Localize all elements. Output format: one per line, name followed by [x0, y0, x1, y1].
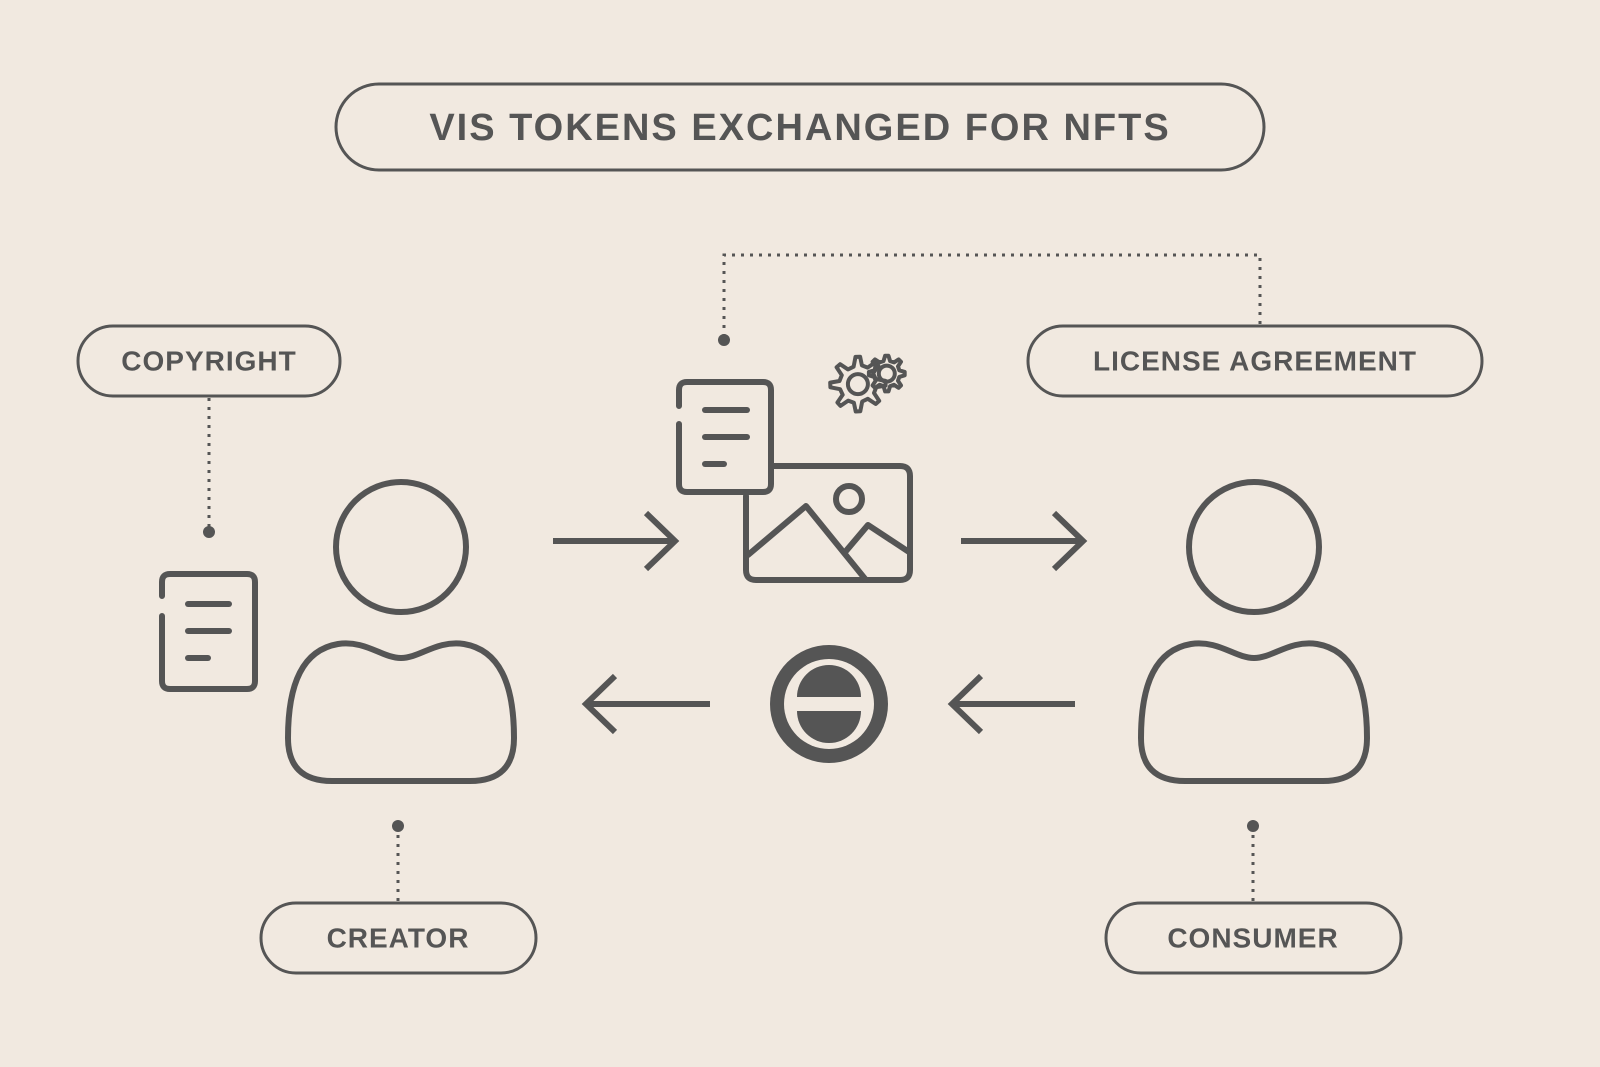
consumer-pill: CONSUMER: [1104, 901, 1403, 975]
file-icon: [676, 379, 774, 495]
creator-label: CREATOR: [327, 923, 470, 954]
license-connector-dot: [718, 334, 730, 346]
copyright-label: COPYRIGHT: [121, 346, 296, 377]
nft-bundle-icon: [676, 379, 913, 583]
copyright-pill: COPYRIGHT: [76, 324, 342, 398]
copyright-connector-dot: [203, 526, 215, 538]
title-text: VIS TOKENS EXCHANGED FOR NFTS: [429, 107, 1170, 149]
title-pill: VIS TOKENS EXCHANGED FOR NFTS: [334, 82, 1266, 172]
gear-icon: [828, 353, 907, 414]
arrow-left-icon: [947, 673, 1075, 735]
consumer-user-icon: [1137, 479, 1371, 784]
arrow-right-icon: [553, 510, 680, 572]
token-coin-icon: [770, 645, 888, 763]
arrow-right-icon: [961, 510, 1088, 572]
image-icon: [743, 463, 913, 583]
creator-connector-dot: [392, 820, 404, 832]
license-agreement-pill: LICENSE AGREEMENT: [1026, 324, 1484, 398]
license-agreement-label: LICENSE AGREEMENT: [1093, 346, 1417, 377]
creator-user-icon: [284, 479, 518, 784]
document-icon: [159, 571, 258, 692]
creator-pill: CREATOR: [259, 901, 538, 975]
consumer-connector-dot: [1247, 820, 1259, 832]
arrow-left-icon: [581, 673, 710, 735]
consumer-label: CONSUMER: [1167, 923, 1338, 954]
